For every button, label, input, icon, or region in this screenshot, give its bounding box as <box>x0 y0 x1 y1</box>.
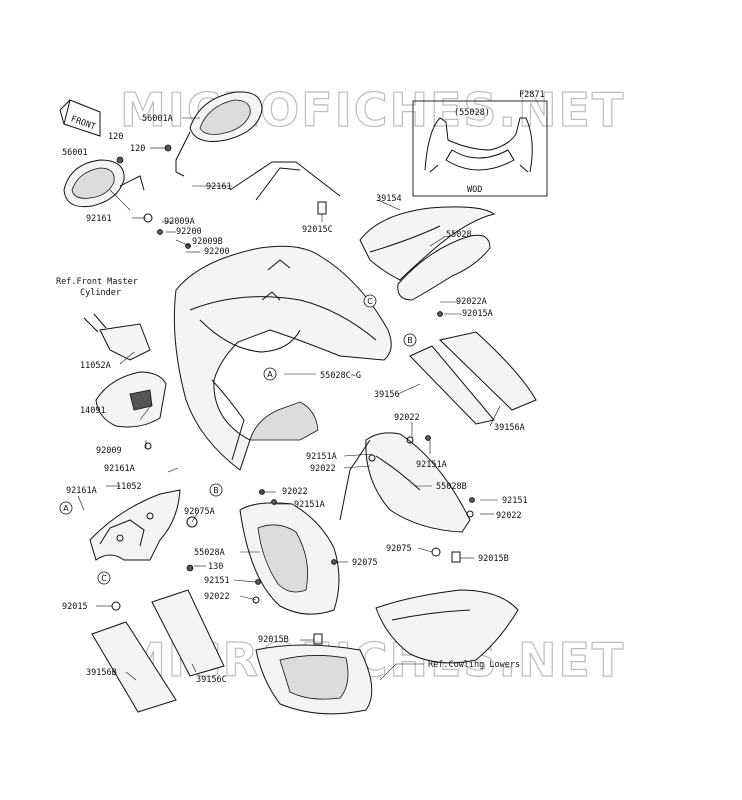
label-92161A-a: 92161A <box>104 464 135 474</box>
ref-front-master-cylinder-line2: Cylinder <box>80 288 121 298</box>
label-56001: 56001 <box>62 148 88 158</box>
label-39156A: 39156A <box>494 423 525 433</box>
leader-lines <box>77 117 501 681</box>
side-panel-39156 <box>409 345 495 425</box>
label-120-a: 120 <box>108 132 123 142</box>
bracket-11052A <box>83 313 151 361</box>
upper-cowling <box>173 245 392 471</box>
side-panel-39156B <box>91 621 177 713</box>
label-92022-a: 92022 <box>394 413 420 423</box>
label-92009A: 92009A <box>164 217 195 227</box>
label-14091: 14091 <box>80 406 106 416</box>
side-panel-39156A <box>438 331 537 411</box>
inner-panel-55028 <box>397 234 491 301</box>
label-39156B: 39156B <box>86 668 117 678</box>
lower-cowling-center <box>255 644 373 715</box>
label-55028C-G: 55028C~G <box>320 371 361 381</box>
label-120-b: 120 <box>130 144 145 154</box>
callout-b-2: B <box>209 483 223 497</box>
inset-box: F2871 (55028) WOD <box>412 90 548 197</box>
label-55028B: 55028B <box>436 482 467 492</box>
svg-text:A: A <box>267 370 273 379</box>
label-92200-a: 92200 <box>176 227 202 237</box>
label-39156: 39156 <box>374 390 400 400</box>
callout-a-2: A <box>59 501 73 515</box>
label-92022-c: 92022 <box>282 487 308 497</box>
label-39154: 39154 <box>376 194 402 204</box>
label-92015B-b: 92015B <box>258 635 289 645</box>
callout-c-2: C <box>97 571 111 585</box>
side-panel-55028A <box>239 502 340 615</box>
label-92151A-b: 92151A <box>416 460 447 470</box>
label-92022-e: 92022 <box>204 592 230 602</box>
label-55028: 55028 <box>446 230 472 240</box>
label-11052A: 11052A <box>80 361 111 371</box>
label-92151A-c: 92151A <box>294 500 325 510</box>
side-panel-39156C <box>151 589 225 677</box>
mirror-right <box>175 91 263 177</box>
front-arrow-marker: FRONT <box>59 99 101 137</box>
label-92151A-a: 92151A <box>306 452 337 462</box>
label-130: 130 <box>208 562 223 572</box>
lower-cowling-right <box>375 589 519 664</box>
label-11052: 11052 <box>116 482 142 492</box>
svg-text:B: B <box>213 486 219 495</box>
bracket-11052 <box>89 489 181 561</box>
mirror-left <box>63 159 145 208</box>
label-92075A: 92075A <box>184 507 215 517</box>
label-92151-a: 92151 <box>502 496 528 506</box>
label-92022A: 92022A <box>456 297 487 307</box>
label-92075-a: 92075 <box>386 544 412 554</box>
inner-panel-39154 <box>359 206 496 281</box>
callout-a-1: A <box>263 367 277 381</box>
svg-text:A: A <box>63 504 69 513</box>
label-92015A: 92015A <box>462 309 493 319</box>
ref-cowling-lowers: Ref.Cowling Lowers <box>428 660 520 670</box>
label-92015B-a: 92015B <box>478 554 509 564</box>
callout-b-1: B <box>403 333 417 347</box>
label-92161A-b: 92161A <box>66 486 97 496</box>
label-92161-b: 92161 <box>86 214 112 224</box>
label-39156C: 39156C <box>196 675 227 685</box>
inset-variant: WOD <box>467 185 482 195</box>
label-92022-b: 92022 <box>310 464 336 474</box>
label-92200-b: 92200 <box>204 247 230 257</box>
label-92009: 92009 <box>96 446 122 456</box>
svg-text:B: B <box>407 336 413 345</box>
label-92009B: 92009B <box>192 237 223 247</box>
svg-text:C: C <box>101 574 107 583</box>
label-92161-a: 92161 <box>206 182 232 192</box>
bracket-14091 <box>95 371 167 428</box>
svg-text:C: C <box>367 297 373 306</box>
windshield-lines <box>229 161 341 201</box>
label-92022-d: 92022 <box>496 511 522 521</box>
label-92151-b: 92151 <box>204 576 230 586</box>
label-92075-b: 92075 <box>352 558 378 568</box>
label-56001A: 56001A <box>142 114 173 124</box>
callout-c-1: C <box>363 294 377 308</box>
label-92015: 92015 <box>62 602 88 612</box>
label-55028A: 55028A <box>194 548 225 558</box>
inset-part-ref: (55028) <box>454 108 490 118</box>
side-panel-55028B <box>339 432 471 533</box>
diagram-code: F2871 <box>519 90 545 100</box>
label-92015C: 92015C <box>302 225 333 235</box>
ref-front-master-cylinder-line1: Ref.Front Master <box>56 277 138 287</box>
